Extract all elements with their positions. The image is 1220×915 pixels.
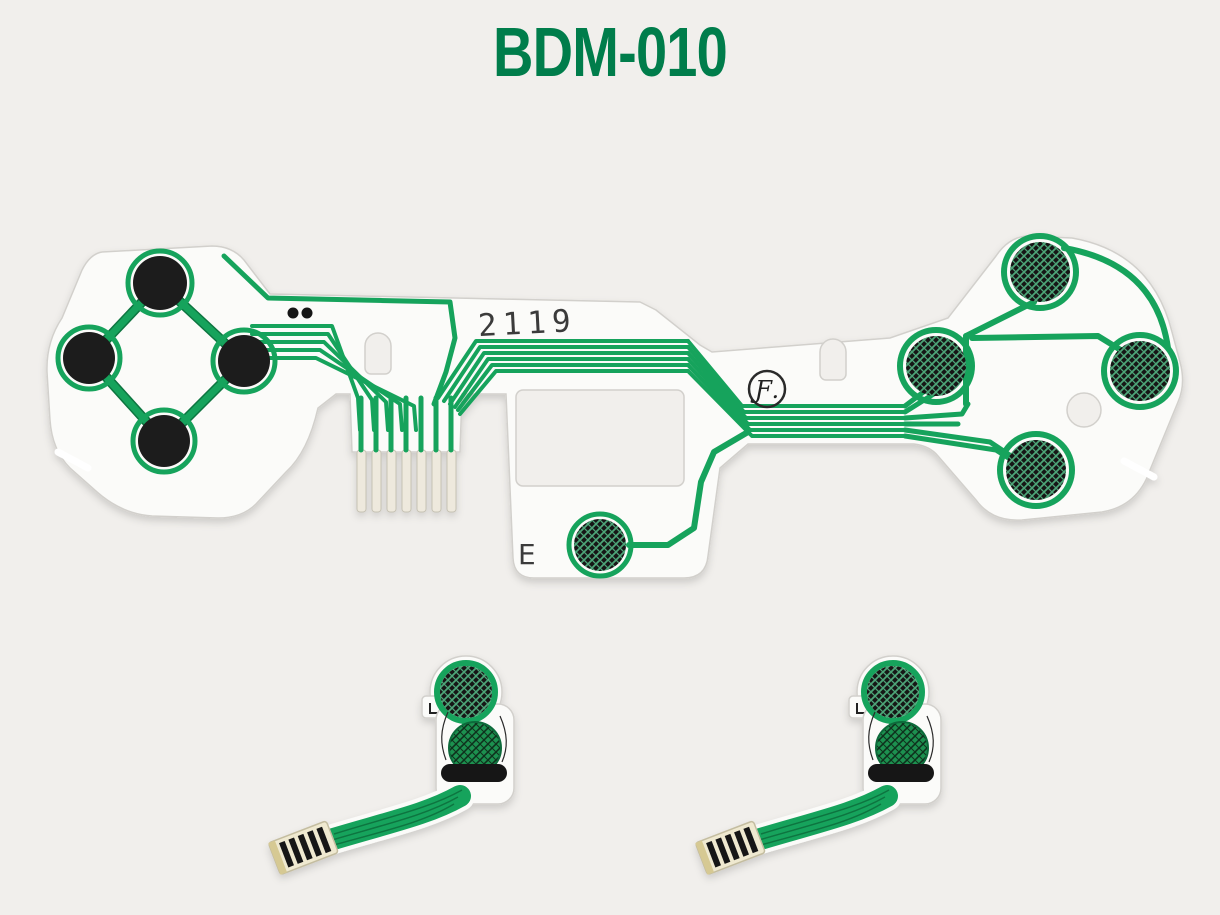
cross-button-pad	[1006, 440, 1066, 500]
dpad-up-pad	[133, 256, 187, 310]
revision-marking: E	[518, 538, 536, 571]
main-connector-fingers	[356, 449, 457, 513]
dpad-right-pad	[218, 335, 270, 387]
circle-button-pad	[1110, 341, 1170, 401]
fiducial-dot	[287, 307, 299, 319]
manufacturer-logo-stamp: Ƒ.	[747, 369, 787, 409]
rectangular-cutout	[515, 389, 685, 487]
ribbon-trace	[329, 803, 455, 847]
body-trace-line	[499, 715, 507, 763]
dpad-down-pad	[138, 415, 190, 467]
keystone-hole-left	[364, 332, 392, 375]
trigger-flex-left	[268, 655, 515, 875]
trigger-carbon-bar	[441, 764, 507, 782]
ribbon-trace	[331, 796, 459, 841]
dpad-left-pad	[63, 332, 115, 384]
page-title: BDM-010	[492, 13, 728, 91]
face-button-contact-pads	[897, 233, 1179, 509]
fiducial-dot	[301, 307, 313, 319]
main-conductive-film: 2119 E Ƒ.	[46, 233, 1184, 579]
dpad-contact-pads	[55, 248, 278, 475]
triangle-button-pad	[1010, 242, 1070, 302]
keystone-hole-right	[819, 338, 847, 381]
flex-connector	[268, 820, 339, 875]
film-highlight	[1120, 457, 1158, 481]
ribbon-trace	[333, 789, 463, 835]
round-hole	[1066, 392, 1102, 428]
connector-edge	[268, 840, 288, 875]
trigger-pad-ring	[434, 660, 498, 724]
film-highlight	[54, 448, 92, 472]
body-trace-line	[441, 711, 449, 761]
trigger-contact-pad	[440, 666, 492, 718]
mute-button-pad	[566, 511, 634, 579]
trigger-flex-right	[695, 656, 941, 875]
logo-glyph: Ƒ.	[750, 376, 779, 404]
date-code-marking: 2119	[477, 303, 577, 344]
square-button-pad	[906, 336, 966, 396]
